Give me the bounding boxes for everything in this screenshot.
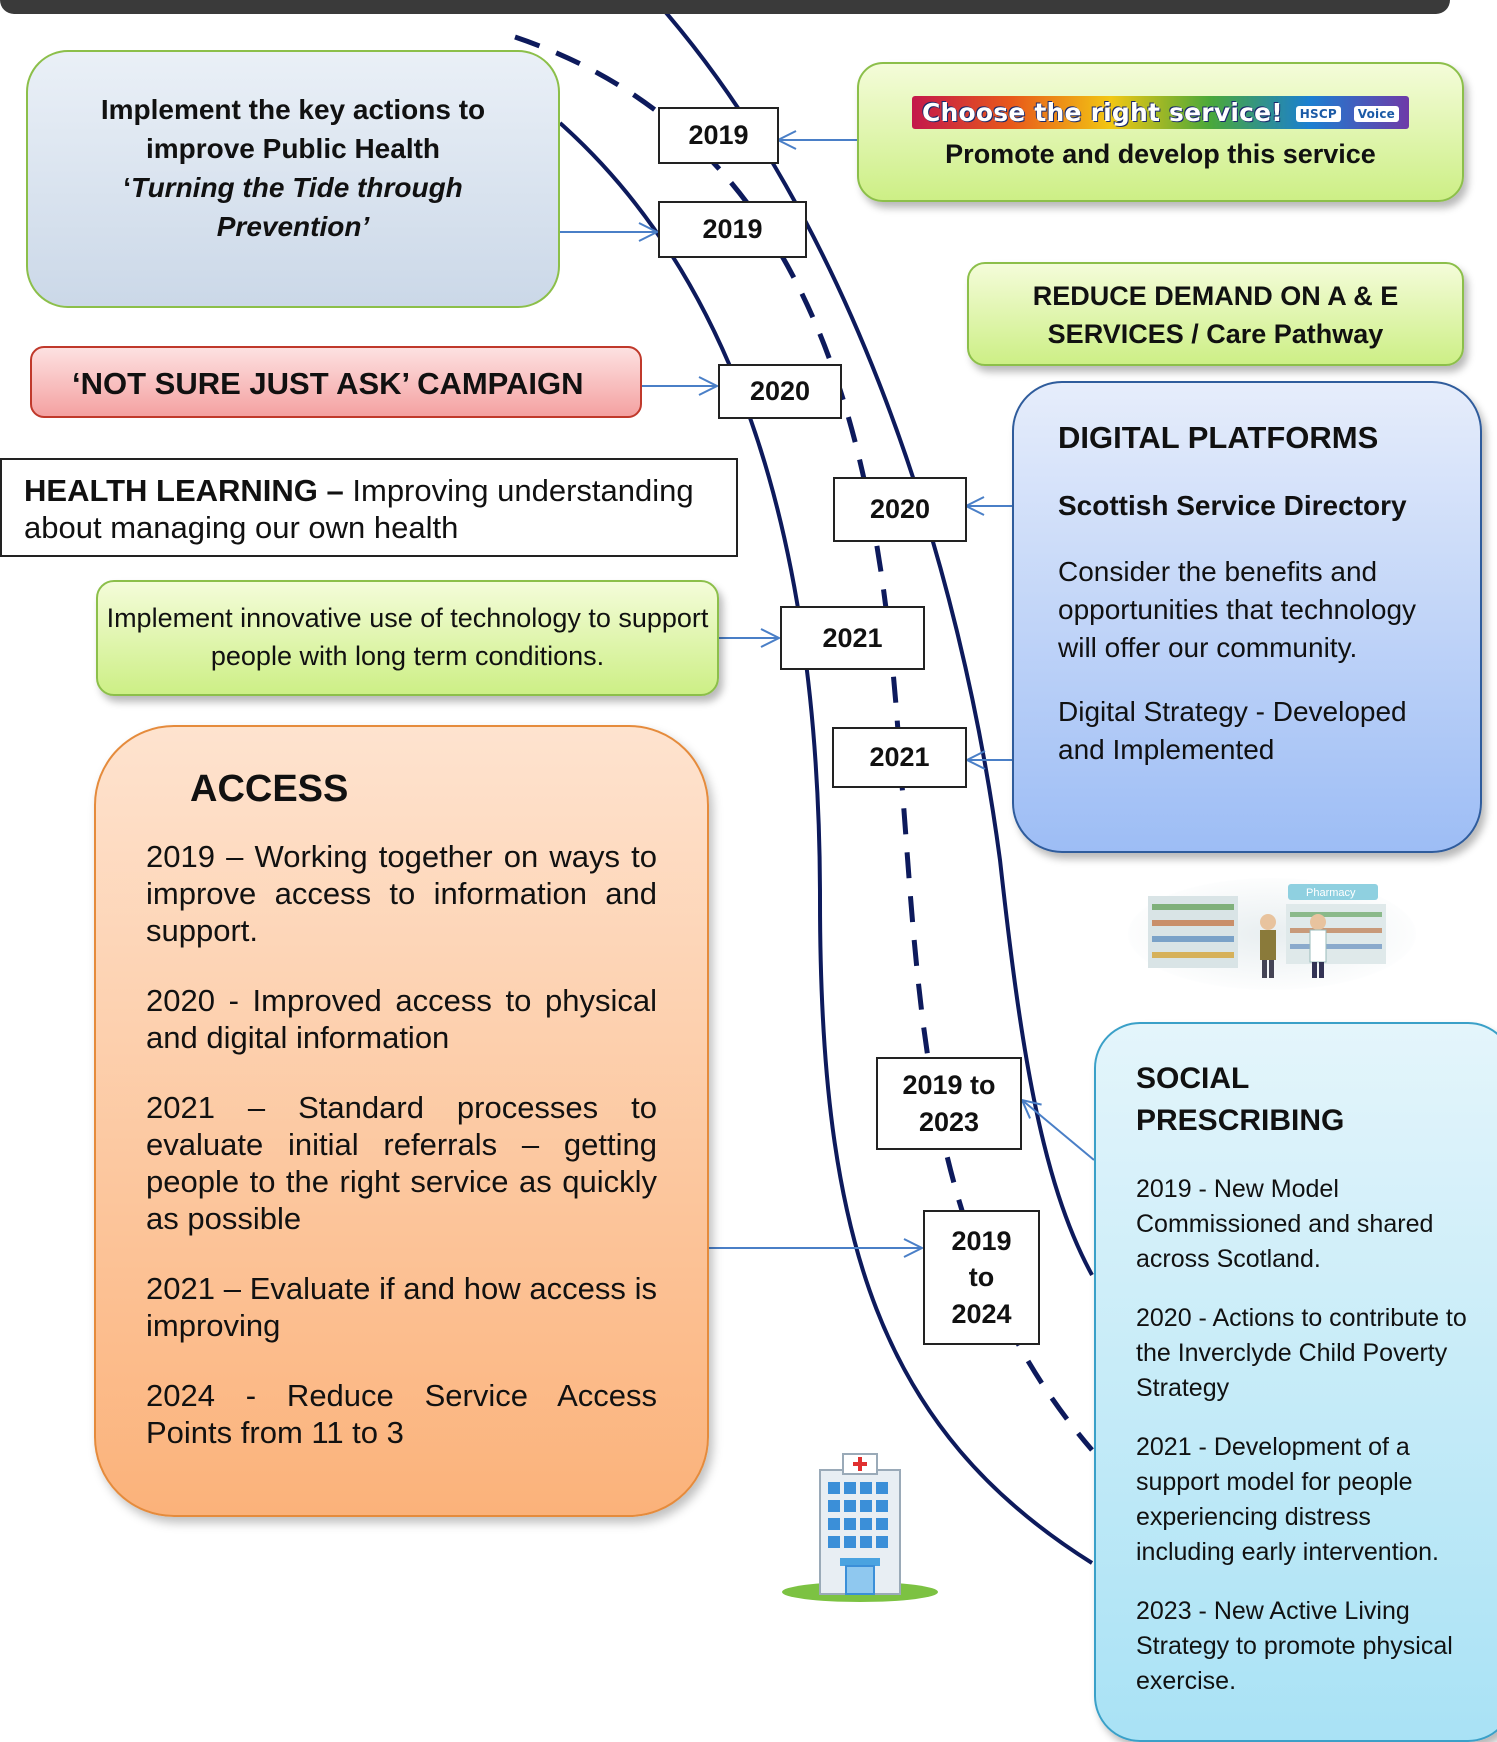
year-label: 2021 — [822, 622, 883, 653]
digital-subheading: Scottish Service Directory — [1058, 490, 1407, 521]
year-label: 2019 — [951, 1225, 1012, 1256]
reduce-demand-text: REDUCE DEMAND ON A & E SERVICES / Care P… — [1032, 281, 1399, 349]
digital-body-1: Consider the benefits and opportunities … — [1058, 556, 1417, 663]
health-learning-heading: HEALTH LEARNING – — [24, 473, 344, 508]
technology-card: Implement innovative use of technology t… — [96, 580, 719, 696]
access-item: 2020 - Improved access to physical and d… — [146, 983, 657, 1055]
pharmacy-sign: Pharmacy — [1306, 887, 1356, 899]
year-box: 2020 — [718, 364, 842, 419]
public-health-text: Implement the key actions to improve Pub… — [100, 94, 486, 164]
social-item: 2019 - New Model Commissioned and shared… — [1136, 1175, 1434, 1273]
health-learning-text: Improving understanding about managing o… — [24, 473, 694, 545]
year-box: 2019 — [658, 107, 779, 164]
access-card: ACCESS 2019 – Working together on ways t… — [94, 725, 709, 1517]
hscp-logo: HSCP — [1295, 106, 1341, 122]
pharmacy-illustration: Pharmacy — [1128, 878, 1416, 990]
access-heading: ACCESS — [190, 768, 349, 810]
year-label: 2019 — [702, 214, 763, 245]
year-label: 2021 — [869, 742, 930, 773]
social-item: 2021 - Development of a support model fo… — [1136, 1433, 1439, 1566]
year-box: 2019 — [658, 201, 807, 258]
year-box: 2021 — [832, 727, 967, 788]
year-label: 2019 to — [902, 1070, 996, 1101]
top-bar — [0, 0, 1450, 14]
access-item: 2024 - Reduce Service Access Points from… — [146, 1378, 657, 1450]
road-outer-edge — [653, 0, 1094, 1276]
year-box: 2021 — [780, 606, 925, 670]
year-box: 2019 to 2023 — [876, 1057, 1022, 1150]
public-health-title: Turning the Tide through Prevention’ — [130, 172, 463, 242]
social-heading-line2: PRESCRIBING — [1136, 1104, 1345, 1137]
digital-body-2: Digital Strategy - Developed and Impleme… — [1058, 696, 1407, 765]
digital-platforms-card: DIGITAL PLATFORMS Scottish Service Direc… — [1012, 381, 1482, 853]
voice-logo: Voice — [1353, 106, 1400, 122]
choose-service-banner-title: Choose the right service! — [921, 98, 1283, 127]
public-health-card: Implement the key actions to improve Pub… — [26, 50, 560, 308]
year-box: 2019 to 2024 — [923, 1210, 1040, 1345]
connector-social — [1022, 1100, 1095, 1161]
campaign-banner: ‘NOT SURE JUST ASK’ CAMPAIGN — [30, 346, 642, 418]
year-label: 2020 — [869, 494, 931, 525]
access-item: 2019 – Working together on ways to impro… — [146, 839, 657, 948]
social-item: 2020 - Actions to contribute to the Inve… — [1136, 1304, 1467, 1402]
choose-service-text: Promote and develop this service — [945, 139, 1376, 169]
year-label: 2019 — [688, 120, 749, 151]
social-prescribing-card: SOCIAL PRESCRIBING 2019 - New Model Comm… — [1094, 1022, 1497, 1742]
year-label: 2024 — [951, 1298, 1012, 1329]
year-label: 2023 — [918, 1106, 980, 1137]
social-item: 2023 - New Active Living Strategy to pro… — [1136, 1597, 1453, 1695]
access-item: 2021 – Evaluate if and how access is imp… — [146, 1271, 657, 1343]
road-inner-edge — [558, 121, 1094, 1565]
campaign-text: ‘NOT SURE JUST ASK’ CAMPAIGN — [72, 366, 584, 401]
year-label: 2020 — [749, 376, 811, 407]
year-box: 2020 — [833, 477, 967, 542]
reduce-demand-card: REDUCE DEMAND ON A & E SERVICES / Care P… — [967, 262, 1464, 366]
quote-open: ‘ — [123, 172, 131, 203]
health-learning-box: HEALTH LEARNING – Improving understandin… — [0, 458, 738, 557]
social-heading-line1: SOCIAL — [1136, 1062, 1250, 1095]
choose-service-banner: Choose the right service! HSCP Voice — [911, 96, 1410, 129]
choose-service-card: Choose the right service! HSCP Voice Pro… — [857, 62, 1464, 202]
public-health-quote: ‘Turning the Tide through Prevention’ — [68, 168, 518, 246]
technology-text: Implement innovative use of technology t… — [106, 603, 709, 671]
year-label: to — [968, 1262, 995, 1293]
digital-heading: DIGITAL PLATFORMS — [1058, 420, 1379, 455]
hospital-icon — [782, 1453, 938, 1602]
access-item: 2021 – Standard processes to evaluate in… — [146, 1090, 657, 1236]
